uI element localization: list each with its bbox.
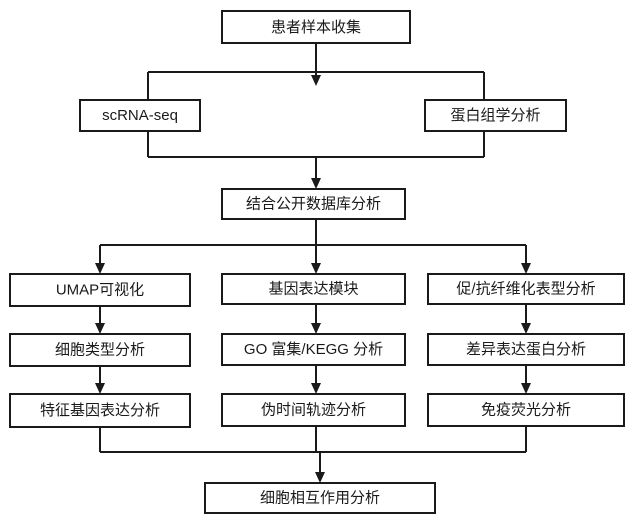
node-pseudotime[interactable]: 伪时间轨迹分析	[221, 393, 406, 427]
node-cell-type[interactable]: 细胞类型分析	[9, 333, 191, 367]
node-scrna-seq-label: scRNA-seq	[102, 107, 178, 124]
node-sample-collection-label: 患者样本收集	[271, 19, 361, 36]
arrowhead-fibrosis-to-dep	[521, 323, 531, 334]
arrowhead-umap-to-cell-type	[95, 323, 105, 334]
arrowhead-go-kegg-to-pseudotime	[311, 383, 321, 394]
node-go-kegg[interactable]: GO 富集/KEGG 分析	[221, 333, 406, 366]
node-proteomics-label: 蛋白组学分析	[450, 107, 540, 124]
node-proteomics-box[interactable]	[424, 99, 567, 132]
node-cell-interaction-box[interactable]	[204, 482, 436, 514]
node-pseudotime-label: 伪时间轨迹分析	[261, 401, 366, 418]
node-fibrosis-phenotype-box[interactable]	[427, 273, 625, 305]
node-fibrosis-phenotype-label: 促/抗纤维化表型分析	[456, 280, 595, 297]
node-public-database[interactable]: 结合公开数据库分析	[221, 188, 406, 220]
node-gene-module-label: 基因表达模块	[268, 280, 358, 297]
node-dep-protein-label: 差异表达蛋白分析	[466, 341, 586, 358]
arrowhead-cell-type-to-marker	[95, 383, 105, 394]
node-gene-module-box[interactable]	[221, 273, 406, 305]
node-marker-gene[interactable]: 特征基因表达分析	[9, 393, 191, 428]
arrowhead-sample-to-split	[311, 75, 321, 86]
connector-layer	[95, 43, 531, 483]
node-layer: 患者样本收集 scRNA-seq 蛋白组学分析 结合公开数据库分析 UMAP可视…	[9, 10, 625, 514]
node-marker-gene-box[interactable]	[9, 393, 191, 428]
arrowhead-split-to-gene-module	[311, 263, 321, 274]
node-cell-interaction-label: 细胞相互作用分析	[260, 489, 380, 506]
node-cell-interaction[interactable]: 细胞相互作用分析	[204, 482, 436, 514]
node-immunofluorescence-label: 免疫荧光分析	[481, 401, 571, 418]
node-immunofluorescence[interactable]: 免疫荧光分析	[427, 393, 625, 427]
node-fibrosis-phenotype[interactable]: 促/抗纤维化表型分析	[427, 273, 625, 305]
node-cell-type-label: 细胞类型分析	[55, 341, 145, 358]
node-pseudotime-box[interactable]	[221, 393, 406, 427]
arrowhead-split-to-fibrosis	[521, 263, 531, 274]
node-umap[interactable]: UMAP可视化	[9, 273, 191, 307]
node-scrna-seq[interactable]: scRNA-seq	[79, 99, 201, 132]
node-umap-box[interactable]	[9, 273, 191, 307]
node-go-kegg-box[interactable]	[221, 333, 406, 366]
node-public-database-label: 结合公开数据库分析	[246, 195, 381, 212]
node-immunofluorescence-box[interactable]	[427, 393, 625, 427]
arrowhead-gene-module-to-go-kegg	[311, 323, 321, 334]
arrowhead-dep-to-immunofluorescence	[521, 383, 531, 394]
arrowhead-merge-to-database	[311, 178, 321, 189]
node-sample-collection-box[interactable]	[221, 10, 411, 44]
node-scrna-seq-box[interactable]	[79, 99, 201, 132]
node-dep-protein[interactable]: 差异表达蛋白分析	[427, 333, 625, 366]
node-gene-module[interactable]: 基因表达模块	[221, 273, 406, 305]
node-proteomics[interactable]: 蛋白组学分析	[424, 99, 567, 132]
node-public-database-box[interactable]	[221, 188, 406, 220]
node-marker-gene-label: 特征基因表达分析	[40, 402, 160, 419]
node-dep-protein-box[interactable]	[427, 333, 625, 366]
arrowhead-merge-to-cell-interaction	[315, 472, 325, 483]
node-sample-collection[interactable]: 患者样本收集	[221, 10, 411, 44]
arrowhead-split-to-umap	[95, 263, 105, 274]
node-go-kegg-label: GO 富集/KEGG 分析	[244, 340, 383, 358]
node-umap-label: UMAP可视化	[56, 281, 144, 298]
node-cell-type-box[interactable]	[9, 333, 191, 367]
